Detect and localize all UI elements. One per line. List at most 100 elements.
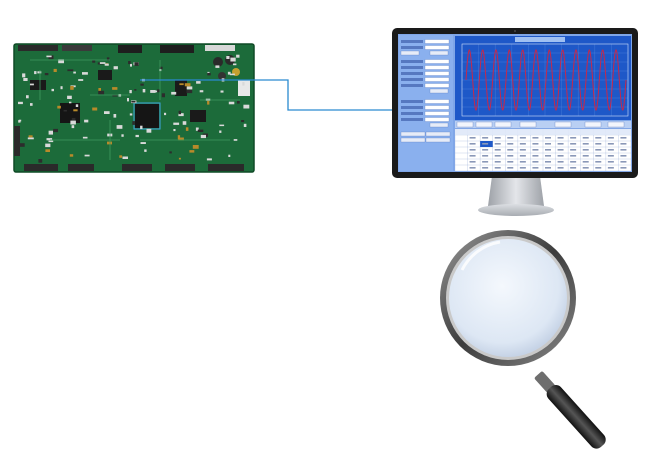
smd-part bbox=[46, 138, 53, 141]
table-cell bbox=[482, 143, 489, 145]
circuit-board bbox=[13, 43, 255, 173]
field-input[interactable] bbox=[424, 99, 450, 104]
smd-part bbox=[233, 63, 237, 66]
toolbar-button[interactable] bbox=[554, 121, 572, 128]
smd-part bbox=[116, 125, 123, 129]
table-cell bbox=[532, 155, 539, 157]
panel-button[interactable] bbox=[425, 131, 451, 137]
table-cell bbox=[507, 143, 514, 145]
smd-part bbox=[219, 124, 225, 127]
smd-part bbox=[237, 100, 240, 104]
smd-part bbox=[98, 90, 105, 95]
table-cell bbox=[532, 143, 539, 145]
table-cell bbox=[532, 137, 539, 139]
table-cell bbox=[607, 137, 614, 139]
smd-part bbox=[69, 101, 72, 104]
panel-button[interactable] bbox=[400, 137, 426, 143]
table-cell bbox=[545, 167, 551, 169]
toolbar-button[interactable] bbox=[607, 121, 625, 128]
field-input[interactable] bbox=[424, 45, 450, 50]
field-label bbox=[401, 78, 423, 81]
smd-part bbox=[23, 78, 28, 81]
smd-part bbox=[207, 71, 210, 74]
smd-part bbox=[195, 127, 199, 131]
panel-button[interactable] bbox=[429, 88, 449, 94]
smd-part bbox=[128, 61, 131, 65]
smd-part bbox=[230, 57, 236, 62]
smd-part bbox=[159, 66, 163, 70]
processor-chip bbox=[135, 104, 159, 128]
table-cell bbox=[494, 161, 501, 163]
smd-part bbox=[140, 125, 143, 129]
smd-part bbox=[150, 90, 156, 93]
smd-part bbox=[129, 113, 133, 116]
monitor-base bbox=[478, 204, 554, 216]
smd-part bbox=[69, 154, 74, 157]
panel-button[interactable] bbox=[400, 131, 426, 137]
smd-part bbox=[243, 123, 247, 127]
toolbar-button[interactable] bbox=[475, 121, 493, 128]
table-cell bbox=[519, 143, 526, 145]
panel-button[interactable] bbox=[429, 122, 449, 128]
table-cell bbox=[494, 149, 501, 151]
field-input[interactable] bbox=[424, 105, 450, 110]
field-input[interactable] bbox=[424, 83, 450, 88]
panel-button[interactable] bbox=[425, 137, 451, 143]
table-cell bbox=[582, 167, 589, 169]
smd-part bbox=[146, 128, 152, 133]
smd-part bbox=[199, 90, 204, 93]
smd-part bbox=[196, 81, 201, 84]
panel-button[interactable] bbox=[400, 50, 420, 56]
smd-part bbox=[45, 149, 50, 152]
smd-part bbox=[140, 142, 146, 144]
toolbar-button[interactable] bbox=[584, 121, 602, 128]
field-label bbox=[401, 46, 423, 49]
field-label bbox=[401, 40, 423, 43]
smd-part bbox=[28, 135, 33, 138]
table-cell bbox=[507, 155, 514, 157]
toolbar-button[interactable] bbox=[494, 121, 512, 128]
smd-part bbox=[132, 121, 135, 125]
smd-part bbox=[178, 137, 184, 141]
smd-part bbox=[113, 114, 117, 118]
smd-part bbox=[84, 154, 90, 157]
table-cell bbox=[557, 161, 564, 163]
smd-part bbox=[184, 83, 191, 87]
toolbar-button[interactable] bbox=[519, 121, 537, 128]
table-cell bbox=[469, 161, 476, 163]
table-cell bbox=[620, 167, 627, 169]
table-cell bbox=[494, 167, 501, 169]
smd-part bbox=[53, 128, 58, 133]
smd-part bbox=[26, 95, 29, 99]
table-cell bbox=[482, 155, 489, 157]
smd-part bbox=[98, 88, 101, 92]
field-input[interactable] bbox=[424, 65, 450, 70]
smd-part bbox=[57, 105, 61, 109]
toolbar-button[interactable] bbox=[456, 121, 474, 128]
table-cell bbox=[570, 137, 577, 139]
smd-part bbox=[144, 149, 147, 152]
smd-part bbox=[206, 158, 212, 161]
table-cell bbox=[582, 137, 589, 139]
smd-part bbox=[242, 82, 245, 86]
smd-part bbox=[186, 89, 193, 94]
field-input[interactable] bbox=[424, 39, 450, 44]
field-input[interactable] bbox=[424, 59, 450, 64]
settings-fields bbox=[400, 39, 451, 143]
table-cell bbox=[570, 167, 577, 169]
smd-part bbox=[34, 71, 37, 75]
field-input[interactable] bbox=[424, 117, 450, 122]
table-cell bbox=[482, 161, 489, 163]
field-input[interactable] bbox=[424, 111, 450, 116]
field-input[interactable] bbox=[424, 71, 450, 76]
table-cell bbox=[620, 149, 627, 151]
magnifying-glass bbox=[440, 230, 606, 449]
toolbar-buttons bbox=[456, 121, 625, 128]
field-label bbox=[401, 66, 423, 69]
smd-part bbox=[169, 151, 172, 154]
table-cell bbox=[507, 137, 514, 139]
smd-part bbox=[127, 98, 129, 102]
panel-button[interactable] bbox=[429, 50, 449, 56]
field-input[interactable] bbox=[424, 77, 450, 82]
